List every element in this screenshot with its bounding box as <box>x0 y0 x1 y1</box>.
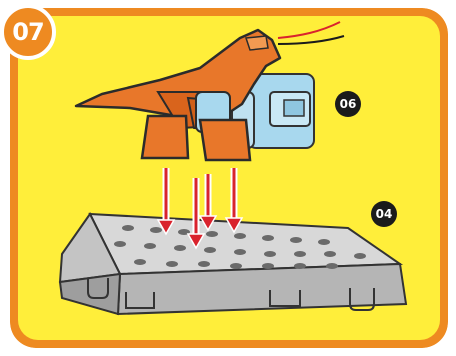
part-number: 06 <box>340 97 357 111</box>
part-label-motor: 06 <box>335 91 361 117</box>
step-number-badge: 07 <box>0 4 56 60</box>
instruction-panel <box>10 8 448 348</box>
part-label-base: 04 <box>371 201 397 227</box>
part-number: 04 <box>376 207 393 221</box>
assembly-illustration <box>10 8 448 348</box>
step-number: 07 <box>12 18 43 46</box>
